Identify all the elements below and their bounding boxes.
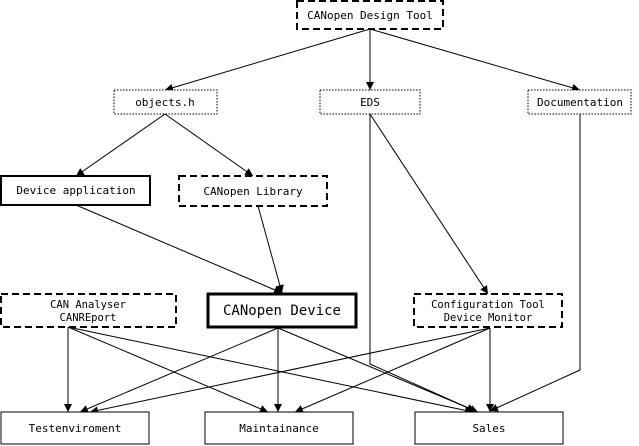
- edge-eds-configtool: [369, 113, 489, 295]
- edge-analyser-maint: [67, 326, 269, 413]
- edge-eds-sales: [369, 114, 476, 412]
- node-design-tool: CANopen Design Tool: [296, 0, 444, 30]
- device-monitor-label: Device Monitor: [444, 312, 533, 324]
- canopen-device-label: CANopen Device: [223, 303, 341, 319]
- edge-objects-library: [164, 113, 254, 177]
- documentation-label: Documentation: [537, 96, 623, 109]
- device-application-label: Device application: [16, 184, 135, 197]
- edge-device-sales: [277, 327, 479, 413]
- sales-label: Sales: [472, 422, 505, 435]
- can-analyser-label: CAN Analyser: [50, 299, 126, 311]
- node-documentation: Documentation: [527, 89, 632, 115]
- canopen-library-label: CANopen Library: [203, 185, 303, 198]
- edge-device-test: [79, 327, 279, 413]
- edge-analyser-sales: [67, 326, 474, 415]
- node-maintainance: Maintainance: [204, 411, 354, 445]
- edge-deviceapp-device: [75, 204, 283, 294]
- edge-designtool-documentation: [369, 28, 581, 92]
- node-device-application: Device application: [0, 175, 151, 206]
- edge-objects-deviceapp: [75, 113, 166, 177]
- node-config-tool: Configuration Tool Device Monitor: [413, 293, 563, 328]
- edge-documentation-sales: [489, 114, 581, 412]
- edge-library-device: [257, 205, 284, 294]
- node-objects-h: objects.h: [113, 89, 218, 115]
- objects-h-label: objects.h: [135, 96, 195, 109]
- maintainance-label: Maintainance: [239, 422, 318, 435]
- edges: [64, 28, 581, 415]
- testenvironment-label: Testenviroment: [29, 422, 122, 435]
- node-can-analyser: CAN Analyser CANREport: [0, 293, 177, 328]
- node-canopen-device: CANopen Device: [206, 292, 358, 329]
- eds-label: EDS: [360, 96, 380, 109]
- node-canopen-library: CANopen Library: [178, 175, 328, 207]
- edge-config-test: [89, 327, 491, 415]
- configuration-tool-label: Configuration Tool: [431, 299, 545, 311]
- node-testenvironment: Testenviroment: [0, 411, 150, 445]
- design-tool-label: CANopen Design Tool: [307, 9, 433, 22]
- node-sales: Sales: [414, 411, 564, 445]
- edge-config-maint: [294, 327, 491, 413]
- canreport-label: CANREport: [60, 312, 117, 324]
- edge-designtool-objects: [164, 28, 371, 92]
- node-eds: EDS: [319, 89, 421, 115]
